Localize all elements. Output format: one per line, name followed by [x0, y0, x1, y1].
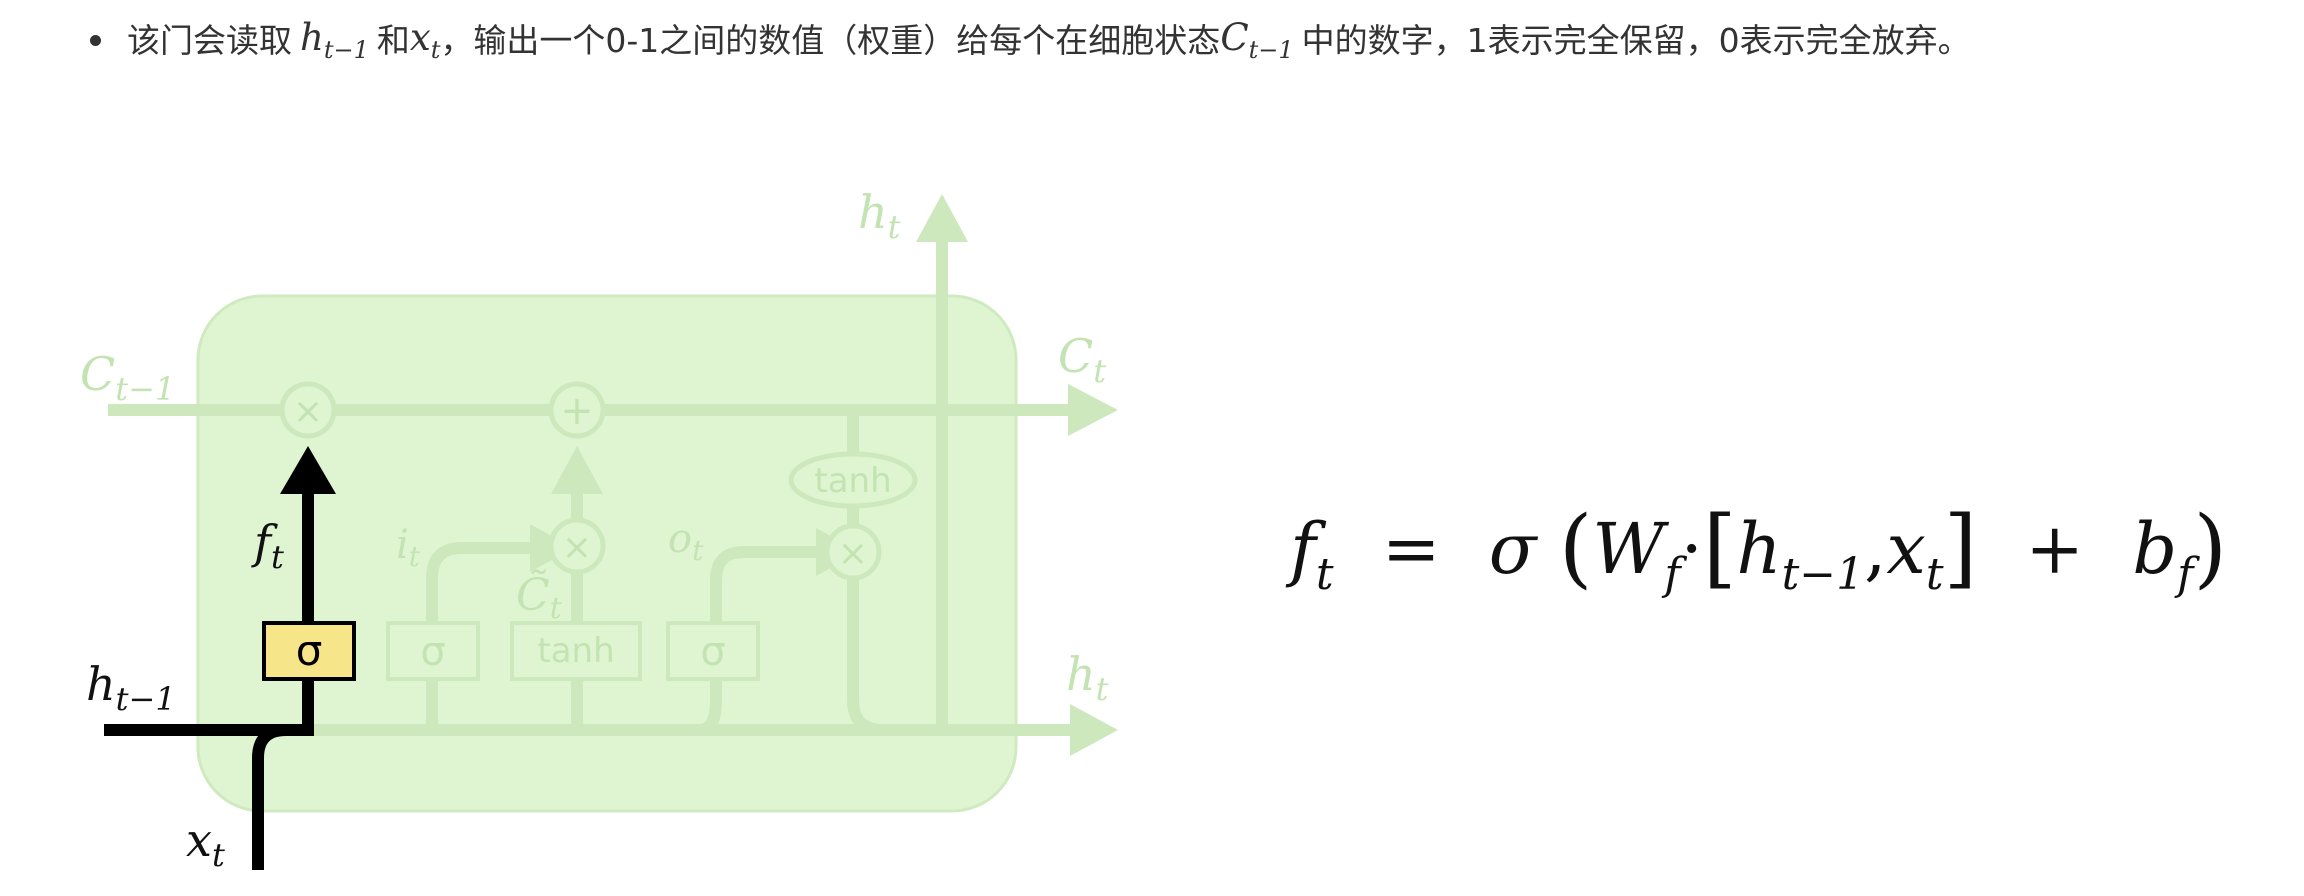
- bullet-text-3: ，输出一个0-1之间的数值（权重）给每个在细胞状态: [440, 20, 1221, 60]
- forget-multiply-op: [279, 381, 337, 439]
- label-o-t-sub: t: [692, 534, 704, 567]
- output-sigma-label: σ: [700, 629, 725, 675]
- active-labels: ft ht−1 xt: [86, 515, 284, 874]
- input-multiply-op: [548, 517, 606, 575]
- formula-b: b: [2132, 508, 2178, 590]
- formula-bracket-close: ]: [1943, 498, 1978, 598]
- label-h-top-sub: t: [888, 208, 901, 246]
- formula-open-paren: (: [1558, 498, 1593, 598]
- formula-lhs-sub: t: [1315, 549, 1334, 600]
- label-i-t: it: [396, 522, 421, 573]
- math-x-t-sub: t: [430, 35, 441, 64]
- label-c-in-base: C: [80, 347, 115, 401]
- input-multiply-symbol: ×: [562, 527, 592, 568]
- input-sigma-layer: [386, 621, 480, 681]
- math-x-t-base: x: [409, 15, 431, 59]
- formula-bracket-open: [: [1702, 498, 1737, 598]
- label-h-in: ht−1: [86, 657, 176, 718]
- label-h-top-base: h: [858, 185, 888, 239]
- formula-b-sub: f: [2177, 549, 2194, 600]
- math-c-prev-sub: t−1: [1248, 35, 1294, 64]
- forget-gate-formula: ft = σ (Wf·[ht−1,xt] + bf): [1290, 505, 2227, 597]
- input-gate-path: [426, 542, 535, 730]
- label-c-out-base: C: [1058, 329, 1093, 383]
- label-c-out: Ct: [1058, 329, 1106, 390]
- output-sigma-layer: [666, 621, 760, 681]
- formula-plus: +: [2025, 508, 2085, 590]
- label-c-out-sub: t: [1093, 352, 1106, 390]
- pointwise-ops: × + × × tanh: [279, 381, 918, 581]
- output-multiply-symbol: ×: [838, 533, 868, 574]
- label-i-t-base: i: [396, 522, 409, 568]
- label-h-in-base: h: [86, 657, 116, 711]
- tanh-layer: [510, 621, 642, 681]
- formula-h: h: [1736, 508, 1782, 590]
- cell-add-op: [548, 381, 606, 439]
- math-c-prev-base: C: [1220, 15, 1249, 59]
- math-x-t: xt: [410, 19, 441, 62]
- bullet-dot: [90, 34, 101, 46]
- formula-w: W: [1592, 508, 1665, 590]
- faded-labels: Ct−1 Ct ht ht it ot C̃t: [80, 185, 1109, 708]
- formula-comma: ,: [1864, 508, 1887, 590]
- output-multiply-op: [824, 523, 882, 581]
- input-sigma-label: σ: [420, 629, 445, 675]
- label-h-out-base: h: [1066, 647, 1096, 701]
- bullet-text-2: 和: [376, 20, 410, 60]
- formula-lhs: f: [1290, 508, 1316, 590]
- label-h-out: ht: [1066, 647, 1109, 708]
- label-x-in: xt: [186, 813, 225, 874]
- cell-add-symbol: +: [560, 388, 594, 434]
- math-h-prev-base: h: [300, 15, 324, 59]
- label-c-tilde: C̃t: [516, 568, 563, 626]
- forget-multiply-symbol: ×: [293, 391, 323, 432]
- label-h-in-sub: t−1: [116, 680, 176, 718]
- bullet-text-4: 中的数字，1表示完全保留，0表示完全放弃。: [1301, 20, 1971, 60]
- label-h-top: ht: [858, 185, 901, 246]
- formula-sigma: σ: [1488, 508, 1537, 590]
- formula-w-sub: f: [1664, 549, 1681, 600]
- label-f-t-sub: t: [271, 538, 284, 576]
- forget-sigma-label: σ: [296, 626, 323, 675]
- forget-sigma-layer: [262, 621, 356, 681]
- label-o-t: ot: [668, 516, 704, 567]
- label-c-in-sub: t−1: [115, 370, 175, 408]
- formula-equals: =: [1381, 508, 1441, 590]
- formula-close-paren: ): [2193, 498, 2227, 598]
- description-bullet: 该门会读取 ht−1 和 xt ，输出一个0-1之间的数值（权重）给每个在细胞状…: [90, 12, 1971, 68]
- label-c-tilde-sub: t: [550, 591, 563, 626]
- label-c-tilde-base: C̃: [516, 568, 550, 621]
- label-i-t-sub: t: [409, 540, 421, 573]
- arrow-h-out: [1070, 704, 1118, 756]
- output-tanh-op: [788, 451, 918, 509]
- label-x-in-sub: t: [212, 836, 225, 874]
- formula-dot: ·: [1680, 508, 1703, 590]
- lstm-cell-background: [196, 294, 1018, 813]
- forget-gate-active-path: σ: [104, 446, 356, 870]
- bullet-text-1: 该门会读取: [127, 20, 292, 60]
- label-o-t-base: o: [668, 516, 692, 562]
- label-h-out-sub: t: [1096, 670, 1109, 708]
- faded-layers: σ tanh σ: [386, 621, 760, 681]
- label-x-in-base: x: [186, 813, 212, 867]
- arrow-c-out: [1068, 384, 1118, 436]
- output-gate-path: [699, 546, 820, 736]
- formula-x-sub: t: [1925, 549, 1944, 600]
- math-h-prev-sub: t−1: [323, 35, 369, 64]
- output-tanh-label: tanh: [814, 461, 891, 501]
- arrow-to-plus: [551, 446, 603, 494]
- arrow-h-top: [916, 194, 968, 242]
- forget-arrowhead: [280, 446, 336, 494]
- output-down-path: [847, 580, 942, 736]
- math-c-prev: Ct−1: [1220, 19, 1293, 62]
- label-c-in: Ct−1: [80, 347, 175, 408]
- math-h-prev: ht−1: [300, 19, 369, 62]
- label-f-t: ft: [251, 515, 284, 576]
- formula-x: x: [1886, 508, 1926, 590]
- formula-h-sub: t−1: [1781, 549, 1865, 600]
- tanh-layer-label: tanh: [537, 631, 614, 671]
